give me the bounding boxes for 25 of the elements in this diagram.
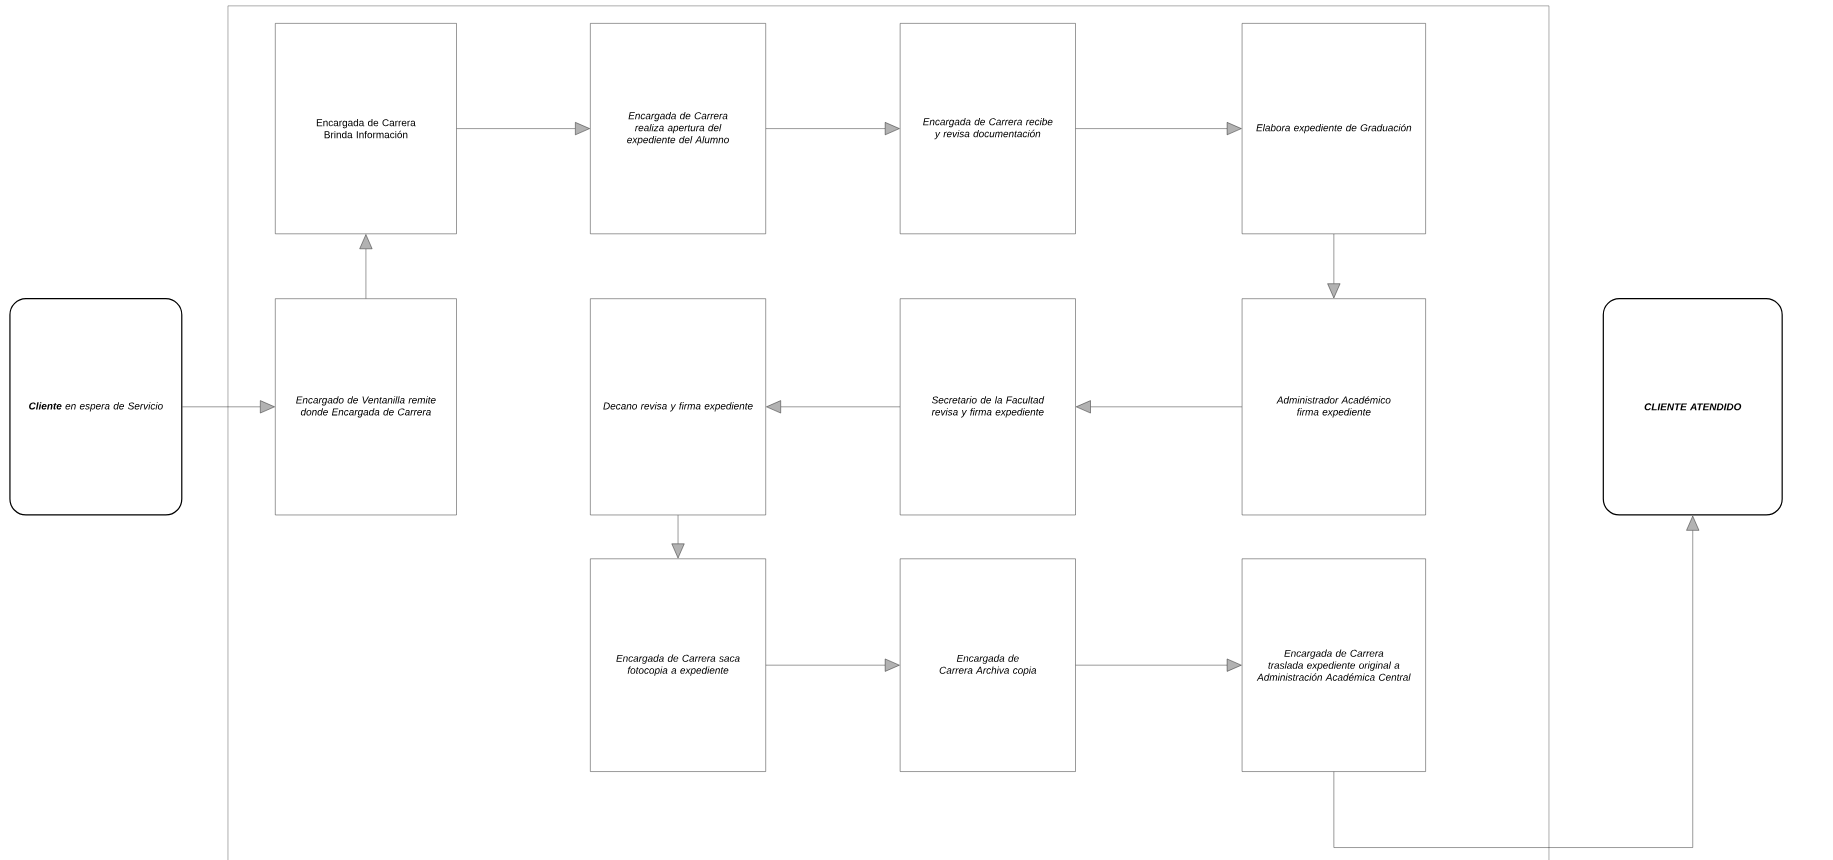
arrow xyxy=(671,514,685,559)
process-box: Elabora expediente de Graduación xyxy=(1241,23,1426,234)
process-box: Encargada de Carrera saca fotocopia a expediente xyxy=(590,558,766,772)
arrow xyxy=(182,400,275,414)
process-box: Encargada de Carrera Archiva copia xyxy=(899,558,1076,772)
process-box: Encargada de Carrera recibe y revisa documentación xyxy=(899,23,1076,234)
arrow xyxy=(359,234,373,299)
process-box: Encargada de Carrera Brinda Información xyxy=(275,23,457,234)
arrow xyxy=(765,658,900,672)
rounded-box: Cliente en espera de Servicio xyxy=(9,297,183,516)
process-box: Decano revisa y firma expediente xyxy=(590,298,766,515)
arrow xyxy=(1333,515,1700,848)
process-box: Encargado de Ventanilla remite donde Encargada de Carrera xyxy=(275,298,457,515)
process-box: Encargada de Carrera realiza apertura del expediente del Alumno xyxy=(590,23,766,234)
arrow xyxy=(765,121,900,135)
arrow xyxy=(1327,233,1341,298)
arrow xyxy=(1075,121,1242,135)
arrow xyxy=(1075,658,1242,672)
rounded-box: CLIENTE ATENDIDO xyxy=(1602,297,1783,516)
process-box: Encargada de Carrera traslada expediente original a Administración Académica Central xyxy=(1241,558,1426,772)
arrow xyxy=(1076,400,1243,414)
process-box: Secretario de la Facultad revisa y firma expediente xyxy=(899,298,1076,515)
arrow xyxy=(766,400,901,414)
process-box: Administrador Académico firma expediente xyxy=(1241,298,1426,515)
arrow xyxy=(456,121,590,135)
